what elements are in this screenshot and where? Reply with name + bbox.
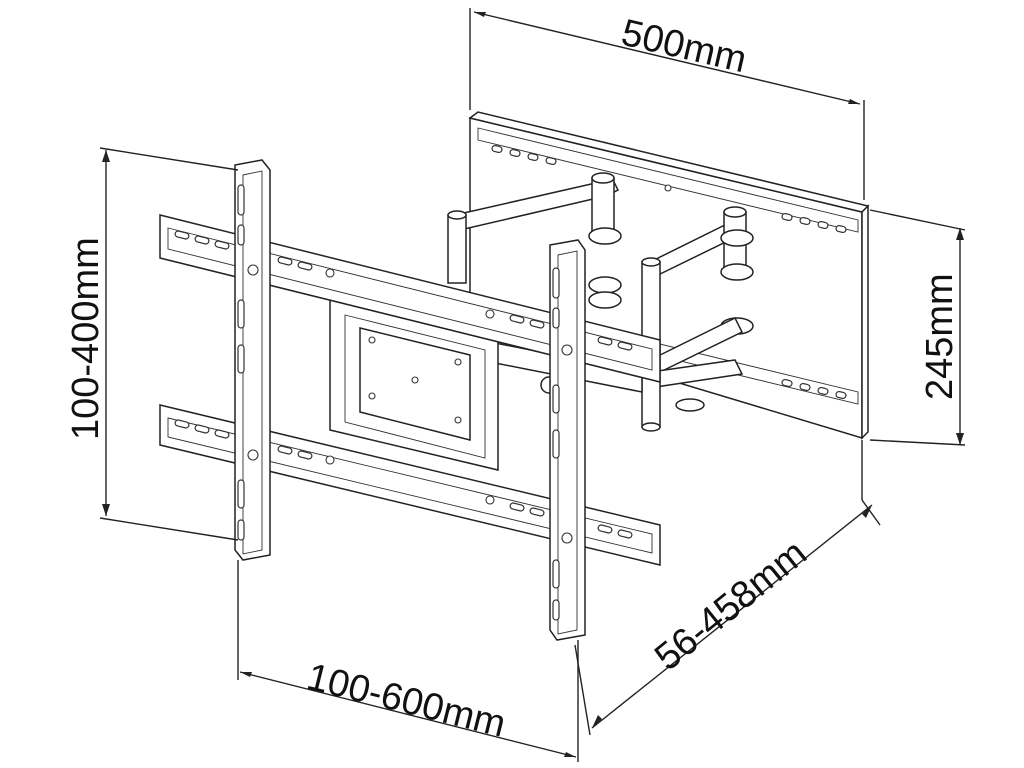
vertical-tv-arm-right	[549, 239, 586, 641]
horizontal-rail-bottom	[159, 404, 661, 566]
wall-plate-slots-bottom	[781, 378, 847, 400]
dim-56-458-line	[574, 440, 881, 736]
dim-56-458-label: 56-458mm	[647, 532, 815, 679]
vertical-tv-arm-left	[234, 159, 271, 561]
horizontal-rail-top	[159, 214, 661, 383]
dim-245-label: 245mm	[919, 273, 961, 400]
rail-top-slots	[174, 230, 633, 351]
rail-bottom-slots	[174, 419, 633, 539]
dim-100-600-line	[237, 560, 579, 762]
dim-100-400-line	[99, 147, 239, 541]
dim-100-400-label: 100-400mm	[65, 237, 107, 440]
center-plate	[329, 299, 499, 471]
wall-plate-slots-top	[491, 144, 847, 234]
dim-500-line	[469, 8, 865, 200]
dim-245-line	[869, 209, 966, 446]
wall-plate	[468, 111, 870, 440]
dim-100-600-label: 100-600mm	[303, 656, 510, 746]
dim-500-label: 500mm	[618, 12, 751, 81]
